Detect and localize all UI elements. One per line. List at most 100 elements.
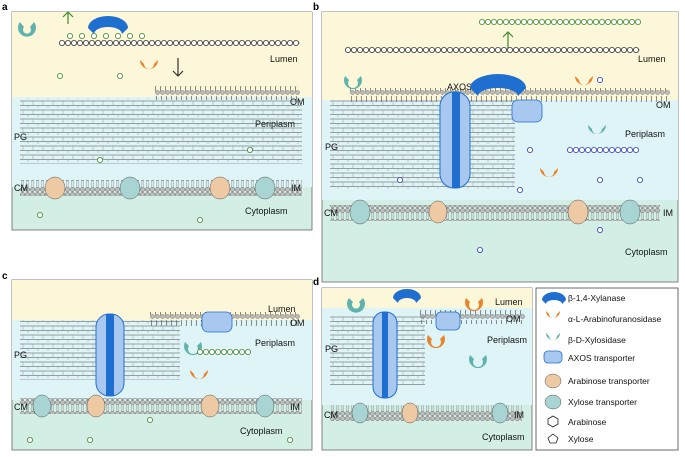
axos-transporter-core (382, 312, 388, 398)
xylose-ring (368, 47, 375, 54)
release-arrow-icon (502, 31, 514, 50)
xylose-ring (416, 47, 423, 54)
arabinose-ring (127, 33, 134, 40)
xylose-ring (268, 40, 275, 47)
xylose-ring (398, 47, 405, 54)
xylose-ring (356, 47, 363, 54)
xylose-ring (274, 40, 281, 47)
xylose-ring (555, 47, 562, 54)
xylose-ring (513, 47, 520, 54)
xylanase-icon (470, 74, 526, 96)
xylose-ring (537, 47, 544, 54)
xylose-ring (452, 47, 459, 54)
arabinofuranosidase-icon (190, 370, 208, 379)
panel-a-peptidoglycan (20, 98, 302, 164)
xylose-ring (71, 40, 78, 47)
xylose-ring (476, 47, 483, 54)
xylose-ring (410, 47, 417, 54)
panel-d: d Lumen OM Periplasm PG CM IM Cytoplasm (313, 277, 533, 451)
xylose-transporter-icon (349, 199, 371, 225)
xylose-ring (488, 47, 495, 54)
panel-c-periplasm-label: Periplasm (255, 338, 295, 348)
arabinose-transporter-icon (544, 373, 562, 389)
xylose-ring (551, 18, 558, 25)
xylose-ring (83, 40, 90, 47)
arabinose-transporter-icon (567, 199, 589, 225)
xylose-transporter-icon (619, 199, 641, 225)
panel-c-cm-label: CM (14, 402, 28, 412)
xylose-ring (573, 47, 580, 54)
xylosidase-icon (344, 76, 362, 90)
panel-c-cytoplasm-label: Cytoplasm (240, 426, 283, 436)
xylose-transporter-icon (544, 394, 562, 410)
xylose-ring (482, 47, 489, 54)
xylose-ring (603, 146, 610, 153)
xylose-transporter-icon (119, 176, 141, 200)
xylose-ring (591, 146, 598, 153)
arabinose-hexagon-icon (547, 415, 559, 428)
xylose-transporter-icon (32, 394, 52, 418)
xylose-ring (59, 40, 66, 47)
panel-a-lumen-region (12, 12, 312, 97)
xylose-ring (226, 348, 233, 355)
xylose-ring (446, 47, 453, 54)
xylose-ring (286, 40, 293, 47)
xylose-ring (506, 47, 513, 54)
xylose-ring (256, 40, 263, 47)
free-sugar-ring (87, 436, 94, 443)
xylose-ring (531, 47, 538, 54)
free-sugar-ring (286, 436, 293, 443)
panel-c-pg-label: PG (14, 350, 27, 360)
xylose-ring (579, 146, 586, 153)
free-sugar-ring (146, 416, 153, 423)
arabinose-transporter-icon (44, 176, 66, 200)
xylose-ring (214, 348, 221, 355)
panel-b-om-label: OM (656, 100, 671, 110)
xylose-ring (166, 40, 173, 47)
panel-b-peptidoglycan (330, 100, 515, 190)
xylose-ring (113, 40, 120, 47)
xylosidase-icon (546, 333, 560, 340)
free-sugar-ring (597, 226, 604, 233)
panel-d-cm-label: CM (324, 410, 338, 420)
xylose-ring (567, 47, 574, 54)
xylose-ring (244, 348, 251, 355)
xylose-ring (585, 47, 592, 54)
xylose-ring (232, 348, 239, 355)
xylose-ring (521, 18, 528, 25)
free-sugar-ring (117, 73, 124, 80)
xylose-ring (484, 18, 491, 25)
xylose-ring (519, 47, 526, 54)
xylose-ring (148, 40, 155, 47)
arabinose-transporter-icon (401, 402, 419, 424)
arabinofuranosidase-icon (427, 335, 445, 349)
xylose-ring (184, 40, 191, 47)
xylose-ring (130, 40, 137, 47)
xylose-ring (380, 47, 387, 54)
legend-label-xylose-transporter: Xylose transporter (568, 397, 637, 407)
xylose-ring (597, 146, 604, 153)
xylose-ring (539, 18, 546, 25)
xylose-ring (226, 40, 233, 47)
xylose-ring (220, 40, 227, 47)
xylose-ring (196, 40, 203, 47)
xylose-ring (464, 47, 471, 54)
xylose-ring (428, 47, 435, 54)
xylose-ring (160, 40, 167, 47)
xylose-ring (458, 47, 465, 54)
arabinofuranosidase-icon (540, 168, 558, 177)
xylose-ring (95, 40, 102, 47)
xylose-ring (500, 47, 507, 54)
xylose-ring (593, 18, 600, 25)
free-sugar-ring (246, 146, 253, 153)
panel-a-cm-label: CM (14, 183, 28, 193)
xylanase-icon (393, 289, 421, 303)
xylose-ring (591, 47, 598, 54)
uptake-arrow-icon (172, 58, 184, 77)
xylosidase-icon (18, 22, 36, 37)
xylose-ring (567, 146, 574, 153)
panel-d-inner-membrane (330, 405, 522, 421)
axos-transporter-icon (201, 311, 233, 333)
panel-b-outer-membrane (350, 88, 670, 102)
xylose-ring (587, 18, 594, 25)
